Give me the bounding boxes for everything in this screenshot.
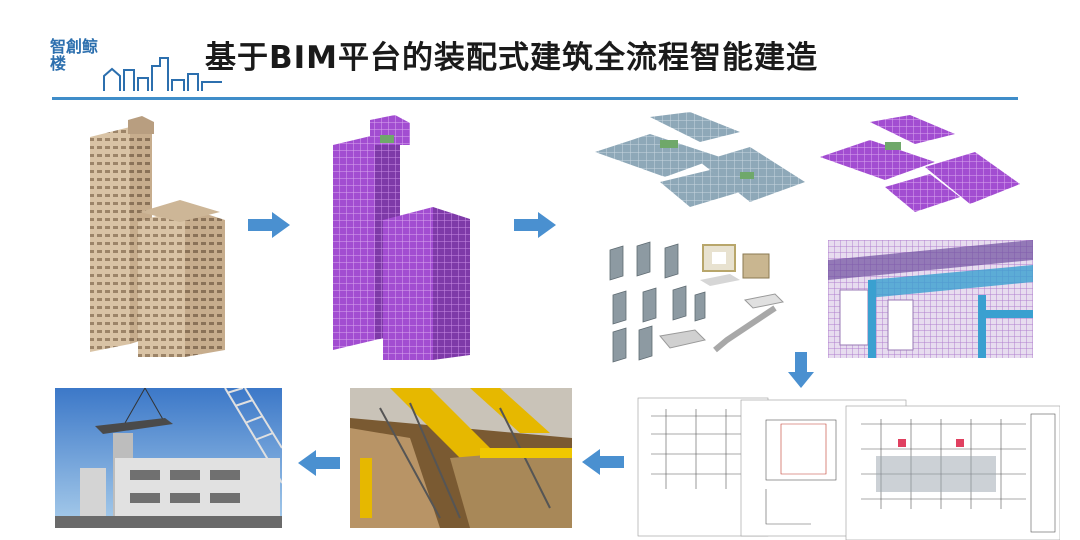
arrow-left-icon [582,449,624,475]
site-assembly-image [55,388,282,528]
factory-production-image [350,388,572,528]
logo-wordmark: 智創鲸楼 [50,37,99,73]
arrow-left-icon [298,450,340,476]
arrow-down-icon [788,352,814,388]
arrow-right-icon [514,212,556,238]
bim-structure-model-image [325,115,475,365]
title-underline [52,97,1018,100]
rebar-detail-image [828,240,1033,358]
arrow-right-icon [248,212,290,238]
construction-drawings-image [636,394,1060,540]
building-model-image [80,112,240,362]
prefab-components-image [605,240,790,365]
page-title: 基于BIM平台的装配式建筑全流程智能建造 [205,40,819,76]
floor-module-purple-image [815,112,1025,227]
floor-module-gray-image [590,112,810,222]
company-logo [52,36,232,96]
